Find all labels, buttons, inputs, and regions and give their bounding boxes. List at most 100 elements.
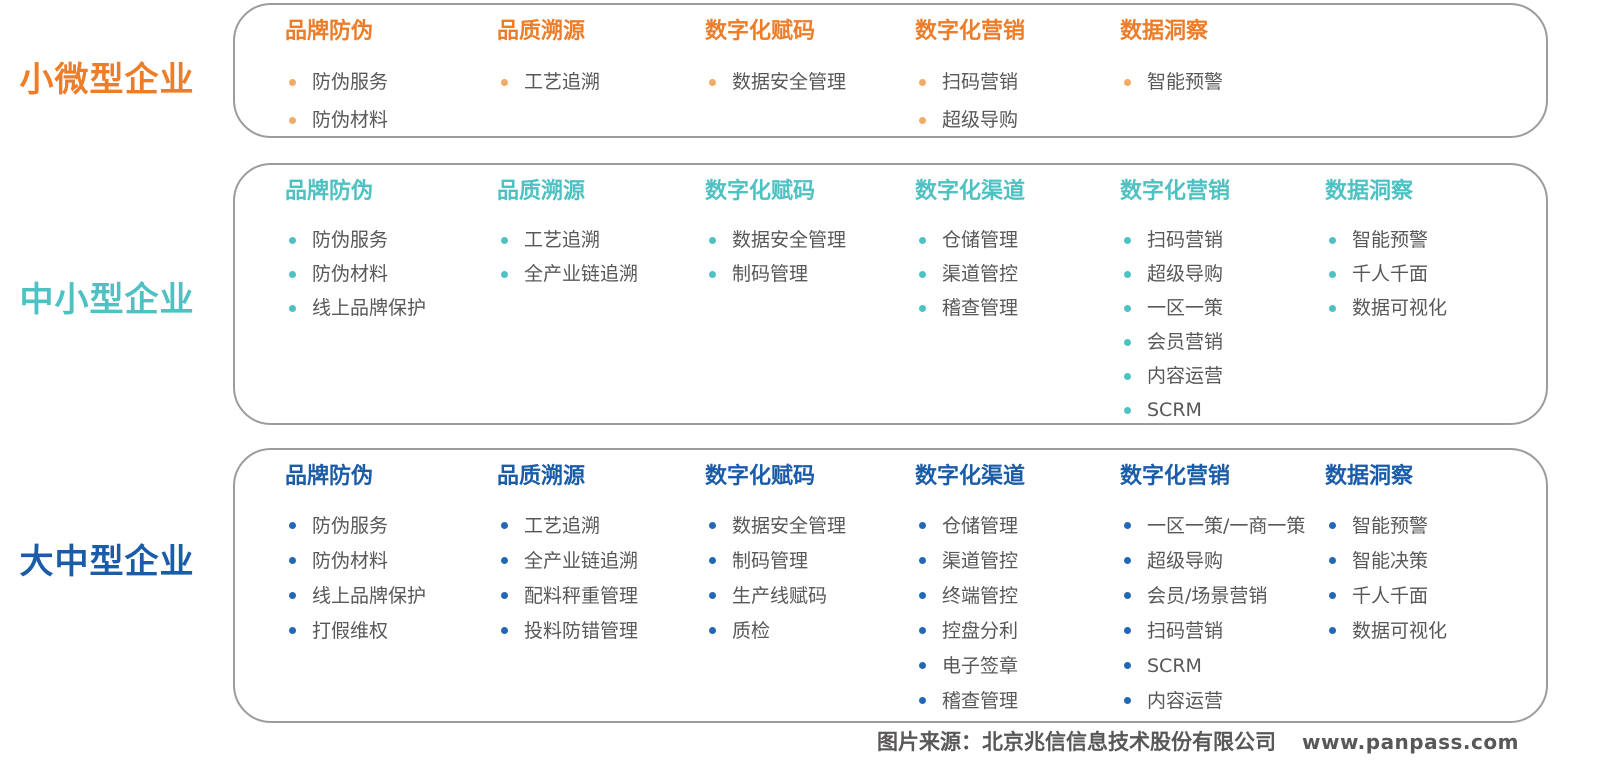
bullet-icon	[501, 78, 508, 86]
category-column: 数字化赋码数据安全管理制码管理	[705, 177, 915, 427]
category-header: 数据洞察	[1325, 464, 1414, 489]
capability-label: 打假维权	[312, 619, 389, 642]
tier-card: 品牌防伪防伪服务防伪材料线上品牌保护品质溯源工艺追溯全产业链追溯数字化赋码数据安…	[233, 163, 1548, 425]
tier-label: 小微型企业	[19, 60, 195, 100]
capability-item: SCRM	[1120, 648, 1325, 683]
bullet-icon	[1124, 522, 1131, 529]
category-column: 数字化营销扫码营销超级导购	[915, 17, 1120, 139]
bullet-icon	[1124, 338, 1131, 346]
capability-label: 数据可视化	[1352, 619, 1448, 642]
capability-label: 线上品牌保护	[312, 297, 427, 319]
category-header: 品牌防伪	[285, 19, 374, 44]
capability-label: 防伪服务	[312, 229, 389, 251]
bullet-icon	[289, 522, 296, 529]
category-header: 数字化渠道	[915, 179, 1026, 204]
tier-label-box: 中小型企业	[8, 268, 206, 325]
category-column: 品牌防伪防伪服务防伪材料	[285, 17, 497, 139]
capability-label: 工艺追溯	[524, 71, 601, 93]
capability-label: 仓储管理	[942, 514, 1019, 537]
capability-list: 智能预警	[1120, 63, 1325, 101]
category-column: 数据洞察智能预警千人千面数据可视化	[1325, 177, 1526, 427]
bullet-icon	[1124, 697, 1131, 704]
bullet-icon	[919, 557, 926, 564]
capability-item: 智能预警	[1325, 223, 1526, 257]
category-column: 数字化渠道仓储管理渠道管控稽查管理	[915, 177, 1120, 427]
category-column: 数字化渠道仓储管理渠道管控终端管控控盘分利电子签章稽查管理	[915, 462, 1120, 721]
capability-label: 会员营销	[1147, 331, 1224, 353]
capability-item: 数据可视化	[1325, 613, 1526, 648]
bullet-icon	[289, 557, 296, 564]
capability-item: 内容运营	[1120, 683, 1325, 718]
capability-label: 终端管控	[942, 584, 1019, 607]
capability-label: 会员/场景营销	[1147, 584, 1268, 607]
capability-item: 制码管理	[705, 543, 915, 578]
category-column: 数据洞察智能预警	[1120, 17, 1325, 139]
capability-label: 制码管理	[732, 549, 809, 572]
capability-label: 制码管理	[732, 263, 809, 285]
website-url: www.panpass.com	[1302, 730, 1519, 754]
capability-label: 智能预警	[1352, 514, 1429, 537]
category-header: 数字化渠道	[915, 464, 1026, 489]
category-column: 数字化赋码数据安全管理制码管理生产线赋码质检	[705, 462, 915, 721]
tier-micro-small-enterprises: 小微型企业品牌防伪防伪服务防伪材料品质溯源工艺追溯数字化赋码数据安全管理数字化营…	[0, 3, 1600, 138]
capability-item: 工艺追溯	[497, 223, 705, 257]
capability-label: 千人千面	[1352, 584, 1429, 607]
capability-item: 扫码营销	[1120, 613, 1325, 648]
capability-item: 渠道管控	[915, 543, 1120, 578]
category-header: 数字化赋码	[705, 179, 816, 204]
capability-item: 数据安全管理	[705, 508, 915, 543]
capability-label: 全产业链追溯	[524, 263, 639, 285]
capability-label: 工艺追溯	[524, 514, 601, 537]
bullet-icon	[709, 592, 716, 599]
capability-item: 千人千面	[1325, 578, 1526, 613]
capability-list: 智能预警千人千面数据可视化	[1325, 223, 1526, 325]
capability-label: 投料防错管理	[524, 619, 639, 642]
category-column: 品牌防伪防伪服务防伪材料线上品牌保护打假维权	[285, 462, 497, 721]
category-header: 品牌防伪	[285, 464, 374, 489]
capability-item: 扫码营销	[1120, 223, 1325, 257]
bullet-icon	[919, 304, 926, 312]
bullet-icon	[501, 557, 508, 564]
capability-label: 质检	[732, 619, 771, 642]
bullet-icon	[501, 627, 508, 634]
capability-label: 防伪服务	[312, 71, 389, 93]
capability-label: 扫码营销	[1147, 619, 1224, 642]
bullet-icon	[709, 78, 716, 86]
bullet-icon	[709, 627, 716, 634]
category-column: 数据洞察智能预警智能决策千人千面数据可视化	[1325, 462, 1526, 721]
bullet-icon	[709, 270, 716, 278]
capability-item: 会员营销	[1120, 325, 1325, 359]
capability-item: 智能预警	[1325, 508, 1526, 543]
capability-list: 防伪服务防伪材料线上品牌保护打假维权	[285, 508, 497, 648]
capability-label: 控盘分利	[942, 619, 1019, 642]
capability-item: 数据安全管理	[705, 223, 915, 257]
bullet-icon	[919, 627, 926, 634]
tier-small-medium-enterprises: 中小型企业品牌防伪防伪服务防伪材料线上品牌保护品质溯源工艺追溯全产业链追溯数字化…	[0, 163, 1600, 425]
bullet-icon	[1329, 522, 1336, 529]
capability-item: 防伪服务	[285, 63, 497, 101]
capability-label: 仓储管理	[942, 229, 1019, 251]
footer: 图片来源：北京兆信信息技术股份有限公司 www.panpass.com	[877, 726, 1519, 756]
capability-item: 防伪材料	[285, 101, 497, 139]
capability-label: 超级导购	[942, 109, 1019, 131]
capability-item: 配料秤重管理	[497, 578, 705, 613]
capability-item: 数据安全管理	[705, 63, 915, 101]
bullet-icon	[1124, 372, 1131, 380]
capability-item: 打假维权	[285, 613, 497, 648]
capability-label: 防伪材料	[312, 549, 389, 572]
capability-item: 防伪服务	[285, 223, 497, 257]
bullet-icon	[1329, 627, 1336, 634]
capability-list: 防伪服务防伪材料线上品牌保护	[285, 223, 497, 325]
category-column: 品质溯源工艺追溯全产业链追溯	[497, 177, 705, 427]
bullet-icon	[501, 236, 508, 244]
category-header: 数字化营销	[1120, 464, 1231, 489]
capability-list: 智能预警智能决策千人千面数据可视化	[1325, 508, 1526, 648]
category-header: 数据洞察	[1120, 19, 1209, 44]
capability-label: 扫码营销	[1147, 229, 1224, 251]
category-header: 数字化营销	[915, 19, 1026, 44]
bullet-icon	[501, 522, 508, 529]
capability-label: 生产线赋码	[732, 584, 828, 607]
